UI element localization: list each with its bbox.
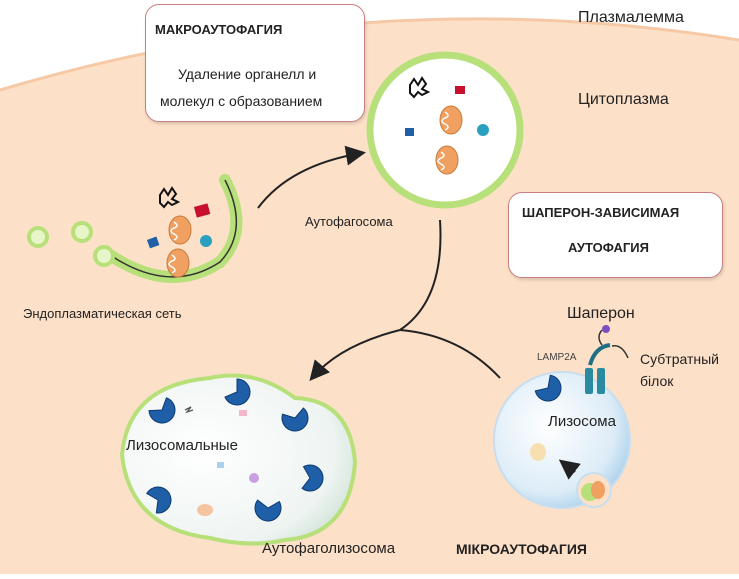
lamp2a-label: LAMP2A [537, 352, 577, 363]
microautophagy-label: МІКРОАУТОФАГИЯ [456, 541, 587, 557]
cytoplasm-label: Цитоплазма [578, 91, 669, 108]
lysosomal-label: Лизосомальные [126, 437, 238, 454]
lysosome-label: Лизосома [548, 413, 616, 430]
chaperone-autophagy-box [508, 192, 723, 278]
macroautophagy-title: МАКРОАУТОФАГИЯ [155, 22, 283, 37]
chaperone-autophagy-title-1: ШАПЕРОН-ЗАВИСИМАЯ [522, 205, 680, 220]
autophagolysosome-label: Аутофаголизосома [262, 540, 396, 557]
er-label: Эндоплазматическая сеть [23, 306, 182, 321]
macroautophagy-box [145, 4, 365, 122]
macroautophagy-desc-line-2: молекул с образованием [160, 93, 323, 109]
autophagolysosome [119, 373, 358, 546]
lysosome [493, 371, 631, 509]
macroautophagy-desc-line-1: Удаление органелл и [178, 66, 317, 82]
substrate-label-1: Субтратный [640, 351, 719, 367]
plasmalemma-label: Плазмалемма [578, 9, 684, 26]
endoplasmic-reticulum [27, 174, 243, 283]
arrow-to-autophagolysosome [309, 329, 401, 382]
chaperone-complex [585, 325, 629, 394]
autophagosome [366, 51, 524, 209]
chaperone-autophagy-title-2: АУТОФАГИЯ [568, 240, 649, 255]
plasma-membrane [0, 17, 739, 92]
arrow-er-to-autophagosome [257, 145, 366, 209]
arrow-autophagosome-down [399, 219, 442, 331]
chaperone-label: Шаперон [567, 305, 635, 322]
autophagosome-label: Аутофагосома [305, 214, 393, 229]
arrow-from-lysosome [399, 329, 501, 379]
substrate-label-2: білок [640, 373, 674, 389]
